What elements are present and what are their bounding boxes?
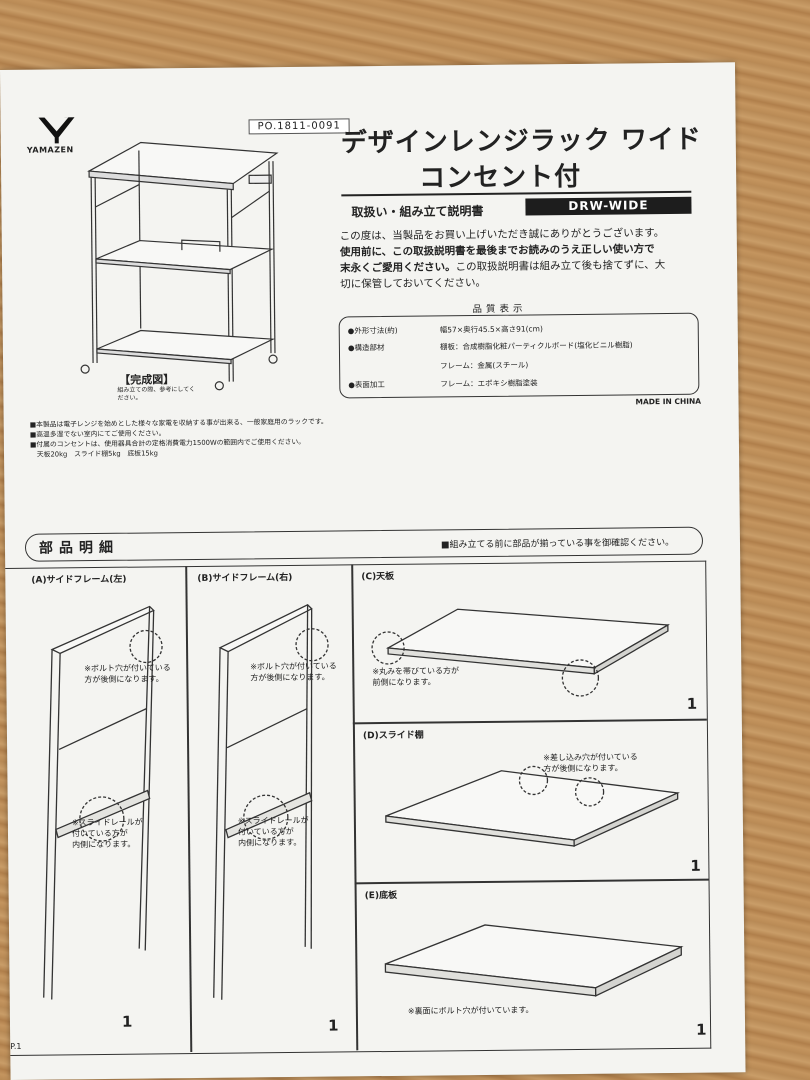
made-in: MADE IN CHINA xyxy=(635,396,702,407)
part-b-note: ※スライドレールが付いている方が内側になります。 xyxy=(237,815,309,848)
intro-line-3-bold: 末永くご愛用ください。 xyxy=(340,261,456,275)
intro-text: この度は、当製品をお買い上げいただき誠にありがとうございます。 使用前に、この取… xyxy=(340,225,701,293)
spec-row: ●外形寸法(約)幅57×奥行45.5×高さ91(cm) xyxy=(347,324,543,336)
part-c-label: (C)天板 xyxy=(361,571,395,583)
parts-check-note: ■組み立てる前に部品が揃っている事を御確認ください。 xyxy=(440,537,675,551)
yamazen-logo-icon xyxy=(38,117,75,144)
rack-illustration-icon xyxy=(80,141,279,391)
title-rule xyxy=(341,190,692,197)
part-b-qty: 1 xyxy=(327,1016,339,1035)
quality-heading: 品質表示 xyxy=(472,303,527,316)
spec-row: フレーム：金属(スチール) xyxy=(440,360,529,371)
part-e-label: (E)底板 xyxy=(364,890,398,902)
parts-title: 部品明細 xyxy=(38,539,120,557)
spec-row: ●表面加工フレーム：エポキシ樹脂塗装 xyxy=(348,378,538,390)
title-line-2: コンセント付 xyxy=(419,161,582,194)
part-c-qty: 1 xyxy=(686,694,698,713)
model-badge: DRW-WIDE xyxy=(525,196,692,216)
bottom-board-icon xyxy=(384,924,684,997)
page-number: P.1 xyxy=(10,1041,22,1051)
note-line: 天板20kg スライド棚5kg 底板15kg xyxy=(29,449,159,459)
usage-notes: ■本製品は電子レンジを始めとした様々な家電を収納する事が出来る、一般家庭用のラッ… xyxy=(30,416,360,459)
side-frame-left-icon xyxy=(43,605,163,1000)
part-a-label: (A)サイドフレーム(左) xyxy=(31,574,127,586)
top-board-icon xyxy=(371,608,670,697)
part-a-note: ※ボルト穴が付いている方が後側になります。 xyxy=(84,663,171,685)
part-a-note: ※スライドレールが付いている方が内側になります。 xyxy=(71,817,143,850)
part-c-note: ※丸みを帯びている方が前側になります。 xyxy=(372,666,460,688)
part-e-qty: 1 xyxy=(695,1020,707,1039)
intro-line-4: 切に保管しておいてください。 xyxy=(340,276,487,291)
title-line-1: デザインレンジラック ワイド xyxy=(340,124,702,159)
spec-box: ●外形寸法(約)幅57×奥行45.5×高さ91(cm) ●構造部材棚板：合成樹脂… xyxy=(338,312,700,399)
brand-name: YAMAZEN xyxy=(26,145,74,155)
intro-line-2: 使用前に、この取扱説明書を最後までお読みのうえ正しい使い方で xyxy=(339,243,655,259)
instruction-sheet: YAMAZEN PO.1811-0091 デザインレンジラック ワイド コンセン… xyxy=(0,62,746,1080)
intro-line-3: この取扱説明書は組み立て後も捨てずに、大 xyxy=(455,259,666,274)
slide-shelf-icon xyxy=(385,765,680,848)
illustration-caption-note: 組み立ての際、参考にしてください。 xyxy=(117,385,196,402)
manual-subtitle: 取扱い・組み立て説明書 xyxy=(351,203,484,220)
part-d-qty: 1 xyxy=(690,856,701,875)
po-number: PO.1811-0091 xyxy=(248,118,350,135)
part-a-qty: 1 xyxy=(121,1012,133,1031)
part-e-note: ※裏面にボルト穴が付いています。 xyxy=(407,1005,534,1016)
part-b-note: ※ボルト穴が付いている方が後側になります。 xyxy=(250,661,337,683)
part-d-label: (D)スライド棚 xyxy=(362,730,424,742)
side-frame-right-icon xyxy=(213,604,329,1000)
spec-row: ●構造部材棚板：合成樹脂化粧パーティクルボード(塩化ビニル樹脂) xyxy=(347,340,633,353)
part-b-label: (B)サイドフレーム(右) xyxy=(197,572,293,584)
